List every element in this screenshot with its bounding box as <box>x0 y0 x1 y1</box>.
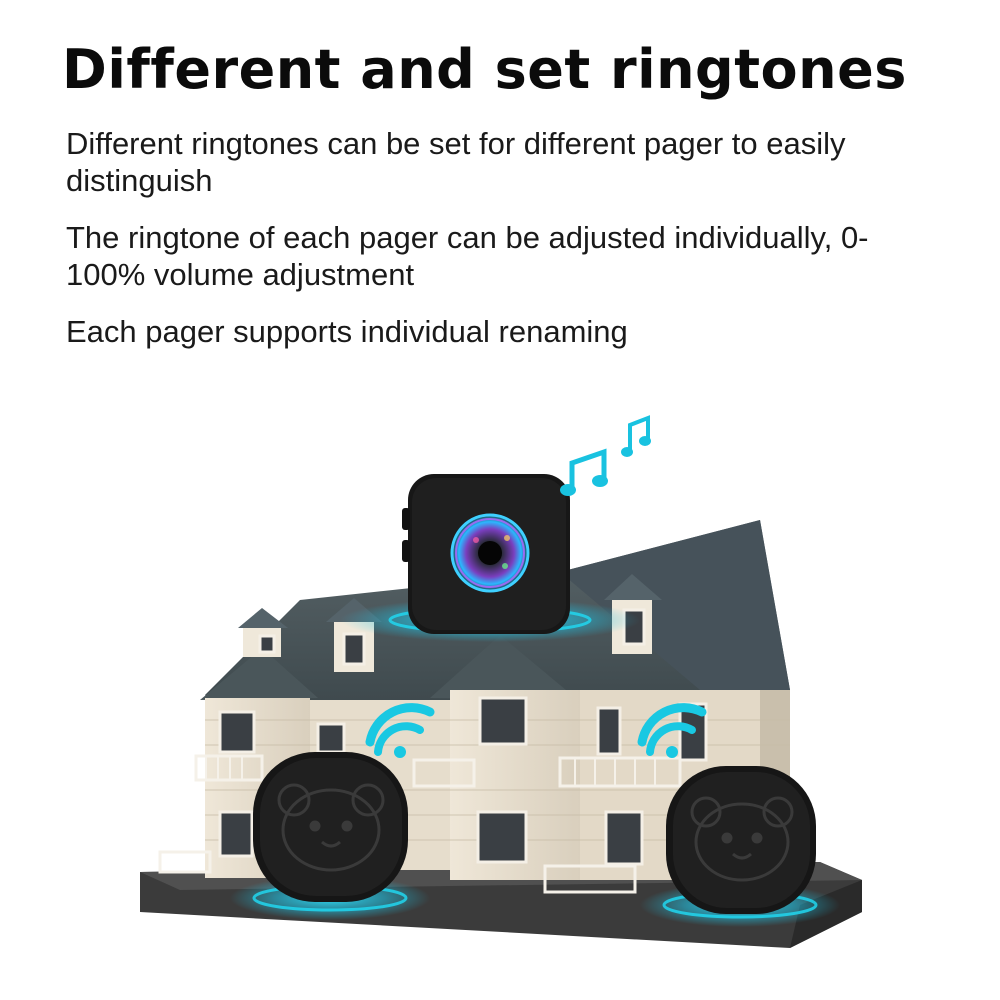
pager-left <box>253 752 408 902</box>
bear-face-icon <box>277 783 385 872</box>
receiver-hub <box>402 474 570 634</box>
product-illustration <box>0 390 1000 1000</box>
wifi-signal-icon <box>637 703 707 758</box>
feature-ringtones: Different ringtones can be set for diffe… <box>66 126 846 198</box>
wifi-signal-icon <box>365 703 435 758</box>
pager-right <box>666 766 816 914</box>
feature-volume: The ringtone of each pager can be adjust… <box>66 220 869 292</box>
music-note-icon <box>560 415 651 496</box>
feature-renaming: Each pager supports individual renaming <box>66 314 628 349</box>
bear-face-icon <box>690 796 794 882</box>
headline: Different and set ringtones <box>62 38 907 101</box>
